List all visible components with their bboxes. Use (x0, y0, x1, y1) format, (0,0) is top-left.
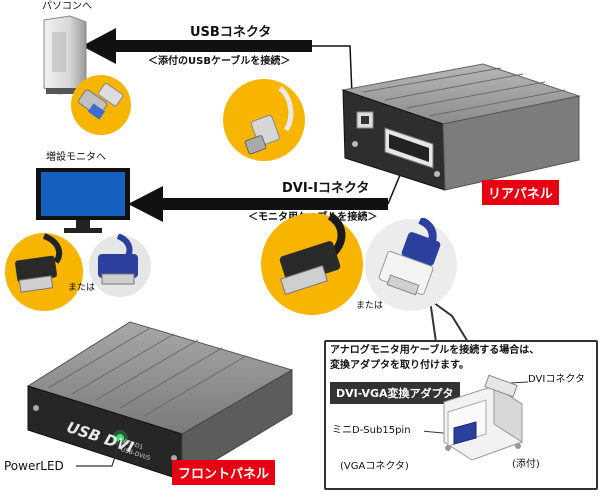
adapter-vga-connector-label: (VGAコネクタ) (340, 461, 409, 472)
or-label-center: または (356, 301, 384, 311)
pc-tower-icon (43, 15, 87, 95)
usb-title: USBコネクタ (190, 25, 272, 40)
adapter-dvi-connector-label: DVIコネクタ (528, 374, 585, 385)
adapter-note-line1: アナログモニタ用ケーブルを接続する場合は、 (330, 345, 540, 356)
vga-adapter-circle (365, 218, 457, 311)
usb-b-plug-circle (223, 79, 305, 161)
usb-a-plug-circle (71, 75, 131, 135)
adapter-included-label: (添付) (512, 459, 540, 470)
rear-panel-label: リアパネル (482, 180, 559, 205)
dvi-title: DVI-Iコネクタ (282, 181, 370, 196)
device-front-view (26, 321, 294, 481)
dvi-vga-adapter-illustration (424, 374, 529, 461)
monitor-label: 増設モニタへ (46, 152, 106, 163)
pc-label: パソコンへ (42, 1, 92, 12)
or-label-left: または (68, 283, 96, 293)
dvi-cable-circle-center (261, 212, 363, 315)
front-panel-label: フロントパネル (172, 460, 276, 485)
adapter-note-line2: 変換アダプタを取り付けます。 (330, 360, 469, 371)
device-rear-view (341, 63, 581, 191)
dvi-cable-circle-left (5, 233, 83, 311)
vga-cable-circle-left (89, 234, 151, 297)
power-led-label: PowerLED (4, 459, 64, 473)
dvi-arrow (128, 157, 413, 222)
adapter-title: DVI-VGA変換アダプタ (330, 382, 460, 404)
usb-arrow (82, 28, 353, 96)
monitor-icon (36, 168, 130, 233)
usb-subtitle: ＜添付のUSBケーブルを接続＞ (148, 56, 291, 67)
adapter-mini-dsub-label: ミニD-Sub15pin (332, 425, 411, 436)
